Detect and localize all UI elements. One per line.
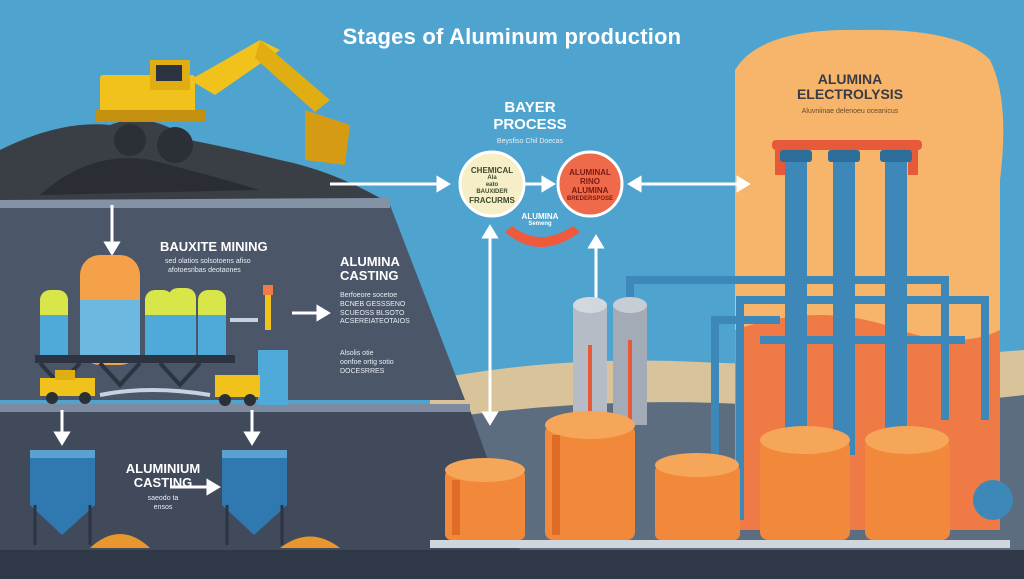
flow-arrows xyxy=(53,175,751,496)
pipe-network xyxy=(626,276,989,520)
alumina-electrolysis-title: ALUMINA ELECTROLYSIS xyxy=(775,71,925,103)
chemical-circle-line2: Ala xyxy=(487,175,497,182)
bauxite-mining-sub2: afotoesribas deotaones xyxy=(168,267,241,274)
bayer-process-title: BAYER PROCESS xyxy=(470,99,590,133)
alumina-circle-line2: RINO xyxy=(580,177,600,187)
aluminium-casting-title-line2: CASTING xyxy=(133,475,193,491)
aluminium-casting-sub1: saeodo ta xyxy=(147,495,179,502)
alumina-circle-label: ALUMINAL RINO ALUMINA BREDERSPOSE xyxy=(558,168,622,202)
chemical-circle-line5: FRACURMS xyxy=(469,195,515,205)
alumina-casting-note: BCNEB GESSSENO xyxy=(340,300,406,308)
excavator-icon xyxy=(95,40,350,165)
chemical-circle-line1: CHEMICAL xyxy=(470,166,514,175)
alumina-electrolysis-title-line2: ELECTROLYSIS xyxy=(796,86,904,103)
alumina-return-line2: Semeng xyxy=(528,221,552,228)
casting-silos xyxy=(30,450,340,548)
return-arrow xyxy=(505,226,580,247)
bayer-process-title-line1: BAYER xyxy=(504,99,556,116)
bauxite-mining-title: BAUXITE MINING xyxy=(160,239,268,254)
alumina-casting-notes: Berfoeore socetoe BCNEB GESSSENO SCUEOSS… xyxy=(340,292,410,327)
bayer-process-subtitle: Beysfiso Chil Doecas xyxy=(496,138,564,145)
alumina-electrolysis-subtitle: Aluvniinae delenoeu oceanicus xyxy=(801,108,899,115)
alumina-return-line1: ALUMINA xyxy=(521,212,559,221)
alumina-casting-title: ALUMINA CASTING xyxy=(340,254,400,284)
chemical-circle-line4: BAUXIDER xyxy=(476,188,508,195)
mining-truck-icon xyxy=(40,370,260,406)
processing-tanks xyxy=(35,255,288,405)
alumina-casting-title-line2: CASTING xyxy=(340,268,399,284)
alumina-casting-note: SCUEOSS BLSOTO xyxy=(340,309,405,317)
alumina-casting-title-line1: ALUMINA xyxy=(340,254,400,269)
aluminium-casting-title-line1: ALUMINIUM xyxy=(125,461,201,476)
bauxite-mining-sub1: sed olatios solsotoens afiso xyxy=(165,258,251,265)
chemical-circle xyxy=(458,150,526,218)
chemical-circle-label: CHEMICAL Ala eato BAUXIDER FRACURMS xyxy=(460,166,524,205)
alumina-casting-note: Berfoeore socetoe xyxy=(340,292,398,299)
aluminium-casting-sub2: ensos xyxy=(153,503,173,511)
alumina-circle-line1: ALUMINAL xyxy=(569,168,611,177)
alumina-casting-note: Alsolis otie xyxy=(340,350,374,357)
alumina-casting-note: DOCESRRES xyxy=(340,367,385,375)
alumina-circle xyxy=(556,150,624,218)
alumina-electrolysis-title-line1: ALUMINA xyxy=(817,71,883,87)
alumina-casting-note: oonfoe ortig sotio xyxy=(340,358,394,366)
bayer-process-title-line2: PROCESS xyxy=(493,115,567,133)
alumina-casting-note: ACSEREIATEOTAIOS xyxy=(340,318,410,326)
alumina-casting-notes2: Alsolis otie oonfoe ortig sotio DOCESRRE… xyxy=(340,350,394,376)
storage-tanks xyxy=(430,411,1013,548)
alumina-circle-line4: BREDERSPOSE xyxy=(566,195,613,202)
chemical-circle-line3: eato xyxy=(485,182,499,189)
alumina-return-label: ALUMINA Semeng xyxy=(505,212,575,228)
aluminium-casting-sub: saeodo ta ensos xyxy=(128,495,198,513)
page-title: Stages of Aluminum production xyxy=(342,24,682,49)
aluminium-casting-title: ALUMINIUM CASTING xyxy=(108,461,218,491)
alumina-circle-line3: ALUMINA xyxy=(571,186,609,196)
